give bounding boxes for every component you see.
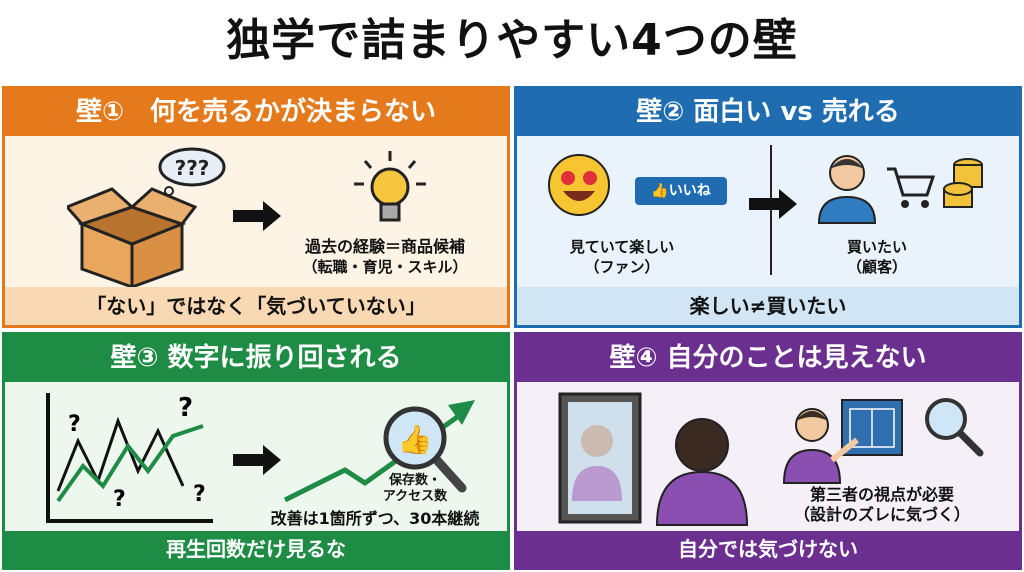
wall-3-footer: 再生回数だけ見るな <box>5 531 507 567</box>
shopping-cart-icon <box>887 167 935 208</box>
wall-2-footer: 楽しい≠買いたい <box>517 287 1019 325</box>
wall-4-footer: 自分では気づけない <box>517 531 1019 567</box>
customer-label-1: 買いたい <box>846 238 907 256</box>
like-label: いいね <box>668 183 711 199</box>
wall-1-header: 壁① 何を売るかが決まらない <box>5 89 507 136</box>
volatile-chart-icon: ? ? ? ? <box>46 393 213 523</box>
magnifier-thumbs-up-icon: 👍 <box>383 406 467 493</box>
wall-1-caption-1: 過去の経験＝商品候補 <box>304 237 465 256</box>
arrow-right-icon <box>233 445 281 475</box>
question-mark: ? <box>68 412 81 437</box>
metric-label-2: アクセス数 <box>382 489 448 504</box>
wall-3-header: 壁③ 数字に振り回される <box>5 335 507 382</box>
question-mark: ? <box>113 487 126 512</box>
lightbulb-icon <box>354 151 426 222</box>
thought-bubble-icon: ??? <box>158 147 226 196</box>
wall-4-caption-2: （設計のズレに気づく） <box>793 505 970 524</box>
wall-1-caption-2: （転職・育児・スキル） <box>302 258 468 276</box>
like-badge: 👍いいね <box>635 177 727 205</box>
question-mark: ? <box>178 393 193 423</box>
page-title: 独学で詰まりやすい4つの壁 <box>226 15 798 66</box>
wall-3-caption: 改善は1箇所ずつ、30本継続 <box>270 509 480 528</box>
wall-1-footer: 「ない」ではなく「気づいていない」 <box>5 287 507 325</box>
wall-2-panel: 壁② 面白い vs 売れる 👍いいね 見ていて楽しい （ファン） 買いたい （顧… <box>514 86 1022 328</box>
wall-4-header: 壁④ 自分のことは見えない <box>517 335 1019 382</box>
bubble-text: ??? <box>175 156 210 180</box>
arrow-right-icon <box>233 201 281 231</box>
magnifying-glass-icon <box>925 398 984 457</box>
svg-text:👍: 👍 <box>398 423 433 456</box>
mirror-icon <box>558 392 642 524</box>
box-icon <box>67 187 197 289</box>
wall-3-panel: 壁③ 数字に振り回される ? ? ? ? 👍 保存数・ アクセス数 改善は1箇所… <box>2 332 510 570</box>
arrow-right-icon <box>749 189 797 219</box>
wall-1-panel: 壁① 何を売るかが決まらない ??? 過去の経験＝商品候補 （転職・育児・スキル… <box>2 86 510 328</box>
thumbs-up-icon: 👍 <box>651 183 669 199</box>
person-back-view-icon <box>655 418 749 526</box>
fan-label-1: 見ていて楽しい <box>569 238 675 256</box>
heart-eyes-emoji-icon <box>548 154 610 216</box>
customer-label-2: （顧客） <box>846 258 907 276</box>
question-mark: ? <box>193 482 206 507</box>
metric-label-1: 保存数・ <box>388 473 441 488</box>
wall-4-caption-1: 第三者の視点が必要 <box>809 485 954 504</box>
wall-2-header: 壁② 面白い vs 売れる <box>517 89 1019 136</box>
customer-avatar-icon <box>817 155 877 224</box>
fan-label-2: （ファン） <box>584 258 660 276</box>
wall-4-panel: 壁④ 自分のことは見えない 第三者の視点が必要 （設計のズレに気づく） 自分では… <box>514 332 1022 570</box>
coins-icon <box>943 158 983 208</box>
consultant-with-blueprint-icon <box>782 399 903 484</box>
